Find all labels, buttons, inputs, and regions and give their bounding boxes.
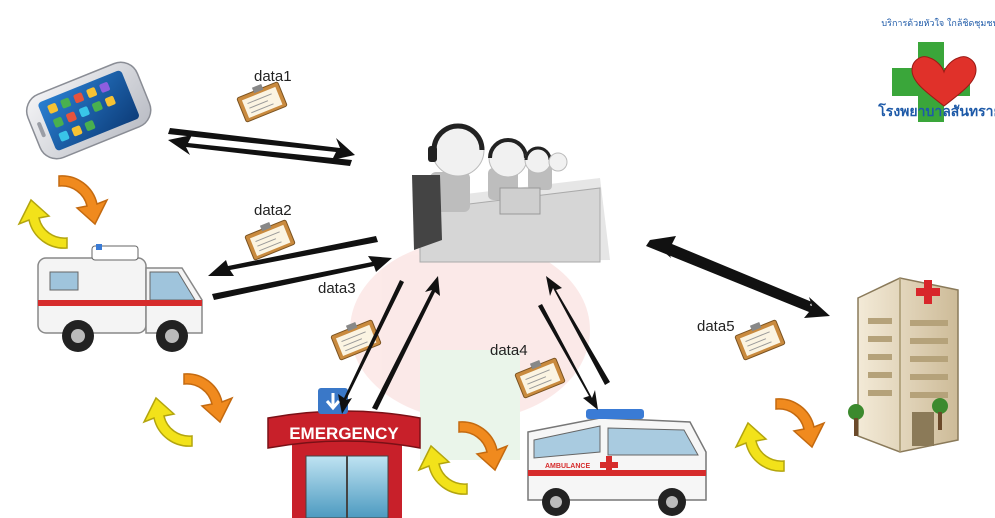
clipboard-icon-data2 [244, 219, 296, 261]
logo-arc-text: บริการด้วยหัวใจ ใกล้ชิดชุมชน [881, 18, 995, 29]
emergency-entrance-icon: EMERGENCY [267, 388, 421, 518]
cycle-icon-1 [17, 175, 109, 249]
label-data2: data2 [254, 202, 292, 219]
clipboard-icon-data4 [514, 357, 566, 399]
smartphone-icon [25, 61, 152, 160]
label-data4: data4 [490, 342, 528, 359]
label-data1: data1 [254, 68, 292, 85]
ambulance-side-text: AMBULANCE [545, 463, 590, 470]
ambulance-front-icon: AMBULANCE [527, 409, 707, 516]
emergency-sign-text: EMERGENCY [289, 424, 399, 443]
cycle-icon-4 [734, 398, 826, 472]
arrow-emergency-callcenter [338, 276, 440, 414]
arrow-phone-callcenter [168, 128, 355, 166]
label-data5: data5 [697, 318, 735, 335]
arrow-hospital-callcenter [646, 236, 830, 318]
clipboard-icon-data3 [330, 319, 382, 361]
call-center-icon [412, 123, 610, 263]
hospital-logo: บริการด้วยหัวใจ ใกล้ชิดชุมชน โรงพยาบาลสั… [877, 18, 995, 122]
label-data3: data3 [318, 280, 356, 297]
cycle-icon-2 [142, 373, 234, 447]
arrow-ambulance-callcenter [208, 236, 392, 300]
ambulance-van-left [37, 244, 203, 352]
cycle-icon-3 [417, 421, 509, 495]
logo-name-text: โรงพยาบาลสันทราย [877, 102, 995, 120]
hospital-building-icon [848, 277, 959, 453]
clipboard-icon-data5 [734, 319, 786, 361]
clipboard-icon-data1 [236, 81, 288, 123]
arrow-ambulance-bottom-callcenter [538, 276, 610, 410]
